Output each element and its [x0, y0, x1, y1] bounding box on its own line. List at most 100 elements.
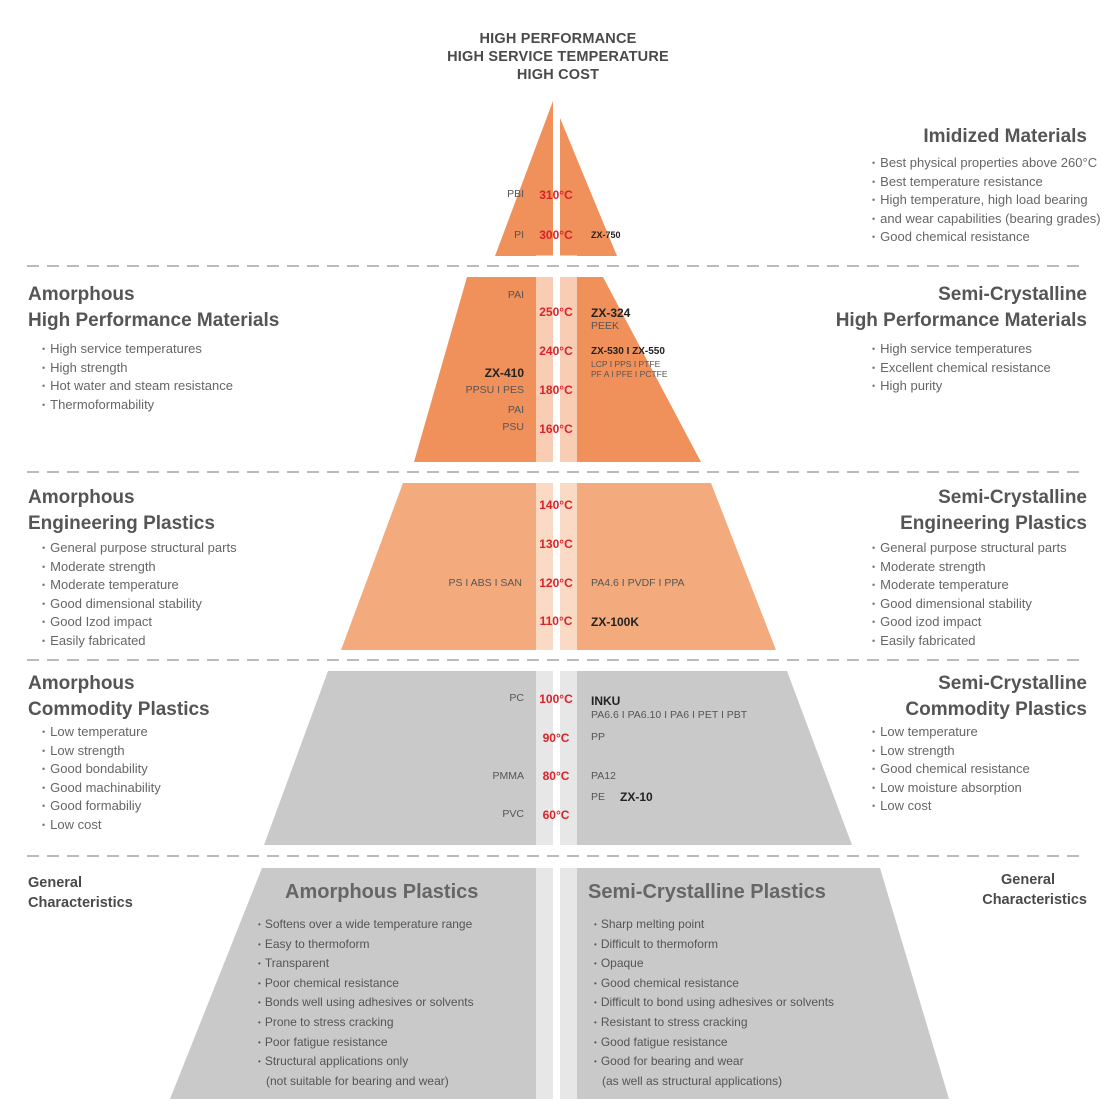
amorphous-engineering-title: Amorphous Engineering Plastics [28, 485, 215, 537]
semi-high-performance-bullets: High service temperatures Excellent chem… [872, 340, 1051, 396]
bullet: Difficult to thermoform [594, 935, 834, 955]
bullet: General purpose structural parts [42, 539, 236, 558]
bullet: Good fatigue resistance [594, 1033, 834, 1053]
imidized-title: Imidized Materials [923, 126, 1087, 147]
label-pa12: PA12 [591, 770, 616, 782]
amorphous-engineering-bullets: General purpose structural parts Moderat… [42, 539, 237, 651]
temp-130: 130°C [539, 537, 573, 551]
bullet: Low cost [42, 816, 161, 835]
temp-160: 160°C [539, 422, 573, 436]
temp-250: 250°C [539, 305, 573, 319]
base-amorphous-bullets: Softens over a wide temperature range Ea… [258, 915, 474, 1091]
bullet: Best physical properties above 260°C [872, 154, 1101, 173]
bullet: Thermoformability [42, 396, 233, 415]
label-pvc: PVC [502, 808, 524, 820]
bullet: Softens over a wide temperature range [258, 915, 474, 935]
base-semi-bullets: Sharp melting point Difficult to thermof… [594, 915, 834, 1091]
bullet-continuation: (not suitable for bearing and wear) [266, 1073, 449, 1088]
label-line: Characteristics [28, 895, 133, 911]
title-line: Amorphous [28, 284, 135, 305]
bullet: High purity [872, 377, 1051, 396]
label-pmma: PMMA [492, 770, 525, 782]
label-lcp-pps-ptfe: LCP I PPS I PTFE [591, 359, 661, 369]
bullet: General purpose structural parts [872, 539, 1066, 558]
bullet: Resistant to stress cracking [594, 1013, 834, 1033]
general-characteristics-left: General Characteristics [28, 873, 133, 913]
label-pfa-pfe-pctfe: PF A I PFE I PCTFE [591, 369, 668, 379]
bullet: Easy to thermoform [258, 935, 474, 955]
label-line: Characteristics [982, 892, 1087, 908]
label-line: General [1001, 872, 1055, 888]
label-psu: PSU [502, 421, 524, 433]
bullet: Good chemical resistance [872, 760, 1030, 779]
amorphous-commodity-bullets: Low temperature Low strength Good bondab… [42, 723, 161, 835]
label-pi: PI [514, 229, 524, 241]
label-pbi: PBI [507, 188, 524, 200]
title-line: High Performance Materials [28, 310, 280, 331]
temp-80: 80°C [542, 769, 570, 783]
heading-line-2: HIGH SERVICE TEMPERATURE [447, 49, 669, 65]
label-ppsu-pes: PPSU I PES [465, 384, 524, 396]
imidized-bullets: Best physical properties above 260°C Bes… [872, 154, 1101, 247]
heading-line-3: HIGH COST [516, 67, 600, 83]
bullet: Good for bearing and wear [594, 1052, 834, 1072]
general-characteristics-right: General Characteristics [982, 870, 1087, 910]
bullet: High strength [42, 359, 233, 378]
bullet: Good chemical resistance [872, 228, 1101, 247]
bullet: Good Izod impact [42, 613, 237, 632]
bullet: Low strength [872, 742, 1030, 761]
title-line: Engineering Plastics [900, 513, 1087, 534]
semi-commodity-title: Semi-Crystalline Commodity Plastics [905, 671, 1087, 723]
bullet: High service temperatures [42, 340, 233, 359]
temp-140: 140°C [539, 498, 573, 512]
bullet: Best temperature resistance [872, 173, 1101, 192]
top-heading: HIGH PERFORMANCE HIGH SERVICE TEMPERATUR… [403, 30, 713, 84]
title-line: Commodity Plastics [28, 699, 210, 720]
label-pa46-pvdf-ppa: PA4.6 I PVDF I PPA [591, 577, 685, 589]
title-line: Semi-Crystalline [938, 284, 1087, 305]
label-pai-mid: PAI [507, 404, 524, 416]
bullet: Opaque [594, 954, 834, 974]
bullet: Low strength [42, 742, 161, 761]
bullet: Sharp melting point [594, 915, 834, 935]
label-zx410: ZX-410 [484, 366, 524, 380]
temp-90: 90°C [542, 731, 570, 745]
temp-100: 100°C [539, 692, 573, 706]
bullet-continuation: and wear capabilities (bearing grades) [872, 210, 1100, 229]
semi-high-performance-title: Semi-Crystalline High Performance Materi… [836, 282, 1087, 334]
label-inku: INKU [591, 694, 621, 708]
label-pai-top: PAI [507, 289, 524, 301]
bullet: Good bondability [42, 760, 161, 779]
bullet: Prone to stress cracking [258, 1013, 474, 1033]
title-line: Semi-Crystalline [938, 487, 1087, 508]
bullet: Difficult to bond using adhesives or sol… [594, 993, 834, 1013]
temp-110: 110°C [539, 614, 573, 628]
title-line: Amorphous [28, 673, 135, 694]
bullet: Transparent [258, 954, 474, 974]
bullet: Moderate strength [42, 558, 237, 577]
heading-line-1: HIGH PERFORMANCE [479, 31, 637, 47]
temp-310: 310°C [539, 188, 573, 202]
bullet: Excellent chemical resistance [872, 359, 1051, 378]
bullet: Low temperature [42, 723, 161, 742]
label-ps-abs-san: PS I ABS I SAN [448, 577, 522, 589]
label-zx10: ZX-10 [620, 790, 653, 804]
label-peek: PEEK [591, 320, 620, 332]
semi-commodity-bullets: Low temperature Low strength Good chemic… [872, 723, 1030, 816]
amorphous-commodity-title: Amorphous Commodity Plastics [28, 671, 210, 723]
bullet: Good machinability [42, 779, 161, 798]
center-column-right [560, 255, 577, 1100]
bullet: Moderate temperature [42, 576, 237, 595]
label-line: General [28, 875, 82, 891]
label-zx100k: ZX-100K [591, 615, 640, 629]
bullet: Low temperature [872, 723, 1030, 742]
title-line: Commodity Plastics [905, 699, 1087, 720]
base-amorphous-title: Amorphous Plastics [285, 881, 479, 903]
label-pa66-group: PA6.6 I PA6.10 I PA6 I PET I PBT [591, 709, 748, 721]
bullet: Hot water and steam resistance [42, 377, 233, 396]
bullet: Structural applications only [258, 1052, 474, 1072]
bullet: Bonds well using adhesives or solvents [258, 993, 474, 1013]
bullet: Low moisture absorption [872, 779, 1030, 798]
label-zx750: ZX-750 [591, 230, 621, 240]
